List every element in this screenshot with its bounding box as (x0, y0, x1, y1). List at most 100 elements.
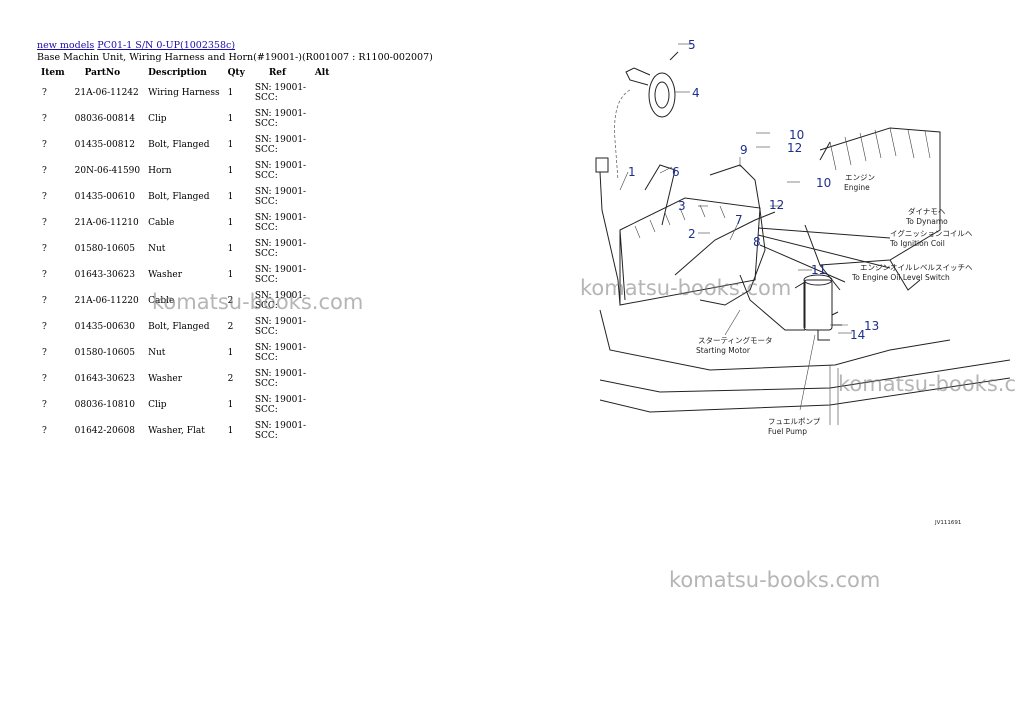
cell-item: ? (42, 348, 47, 358)
leader-lines (619, 43, 852, 411)
caption-starter-en: Starting Motor (696, 346, 751, 355)
callout-8: 8 (753, 235, 761, 249)
cell-qty: 1 (227, 88, 234, 98)
callout-4: 4 (692, 86, 700, 100)
cell-description: Bolt, Flanged (148, 140, 210, 150)
cell-qty: 1 (227, 270, 234, 280)
cell-qty: 2 (227, 374, 234, 384)
callout-12-upper: 12 (787, 141, 802, 155)
cell-alt (311, 366, 336, 392)
harness-drawing (674, 141, 891, 331)
caption-fuel-en: Fuel Pump (768, 427, 807, 436)
cell-ref: SN: 19001-SCC: (254, 83, 307, 103)
cell-ref: SN: 19001-SCC: (254, 369, 307, 389)
callout-13: 13 (864, 319, 879, 333)
cell-qty: 1 (227, 244, 234, 254)
caption-oil-jp: エンジンオイルレベルスイッチヘ (860, 263, 973, 272)
cell-qty: 2 (227, 322, 234, 332)
cell-item: ? (42, 88, 47, 98)
breadcrumb-new-models-link[interactable]: new models (37, 40, 95, 51)
cell-item: ? (42, 322, 47, 332)
cell-partno: 01642-20608 (74, 426, 135, 436)
cell-item: ? (42, 400, 47, 410)
watermark-1: komatsu-books.com (152, 290, 364, 314)
cell-qty: 1 (227, 166, 234, 176)
cell-item: ? (42, 296, 47, 306)
cell-description: Clip (148, 114, 167, 124)
cell-ref: SN: 19001-SCC: (254, 161, 307, 181)
cell-item: ? (42, 114, 47, 124)
header-qty: Qty (227, 68, 245, 78)
cell-qty: 2 (227, 296, 234, 306)
cell-description: Nut (148, 348, 166, 358)
callout-1: 1 (628, 165, 636, 179)
watermark-3: komatsu-books.c (838, 372, 1016, 396)
cell-ref: SN: 19001-SCC: (254, 395, 307, 415)
cell-description: Horn (148, 166, 172, 176)
parts-table: Item PartNo Description Qty Ref Alt ?21A… (37, 66, 335, 444)
callout-10-lower: 10 (816, 176, 831, 190)
cell-ref: SN: 19001-SCC: (254, 291, 307, 311)
cell-alt (311, 418, 336, 444)
battery-drawing (619, 164, 761, 306)
header-item: Item (41, 68, 65, 78)
caption-starter-jp: スターティングモータ (698, 335, 773, 345)
cell-ref: SN: 19001-SCC: (254, 109, 307, 129)
cell-description: Cable (148, 296, 175, 306)
cell-ref: SN: 19001-SCC: (254, 135, 307, 155)
frame-drawing (599, 309, 1011, 425)
cell-partno: 01580-10605 (74, 348, 135, 358)
cell-description: Washer (148, 270, 183, 280)
header-partno: PartNo (84, 68, 121, 78)
cell-item: ? (42, 140, 47, 150)
caption-dynamo-en: To Dynamo (905, 217, 948, 226)
cell-description: Clip (148, 400, 167, 410)
callout-7: 7 (735, 213, 743, 227)
callout-6: 6 (672, 165, 680, 179)
callout-2: 2 (688, 227, 696, 241)
cell-alt (311, 106, 336, 132)
caption-ignition-jp: イグニッションコイルヘ (890, 228, 973, 238)
cell-partno: 01580-10605 (74, 244, 135, 254)
cell-partno: 01435-00630 (74, 322, 135, 332)
cell-item: ? (42, 192, 47, 202)
cell-partno: 01643-30623 (74, 374, 135, 384)
cell-qty: 1 (227, 400, 234, 410)
breadcrumb-model-link[interactable]: PC01-1 S/N 0-UP(1002358c) (97, 40, 236, 51)
cell-item: ? (42, 374, 47, 384)
header-alt: Alt (314, 68, 330, 78)
cell-qty: 1 (227, 426, 234, 436)
breadcrumb: new models PC01-1 S/N 0-UP(1002358c) (37, 40, 235, 51)
cell-partno: 20N-06-41590 (74, 166, 141, 176)
table-header-row: Item PartNo Description Qty Ref Alt (37, 66, 335, 80)
cell-alt (311, 80, 336, 106)
parts-diagram: 5 4 1 6 3 2 7 9 10 12 10 12 11 13 14 8 エ… (590, 30, 1024, 540)
cell-partno: 01643-30623 (74, 270, 135, 280)
cell-alt (311, 158, 336, 184)
caption-engine-jp: エンジン (845, 173, 875, 182)
callout-9: 9 (740, 143, 748, 157)
cell-partno: 21A-06-11242 (74, 88, 139, 98)
caption-engine-en: Engine (844, 183, 870, 192)
callout-3: 3 (678, 199, 686, 213)
cell-alt (311, 262, 336, 288)
cell-alt (311, 132, 336, 158)
cell-partno: 21A-06-11210 (74, 218, 139, 228)
cell-partno: 01435-00812 (74, 140, 135, 150)
cell-item: ? (42, 426, 47, 436)
cell-description: Washer, Flat (148, 426, 205, 436)
cell-alt (311, 314, 336, 340)
watermark-4: komatsu-books.com (669, 568, 881, 592)
